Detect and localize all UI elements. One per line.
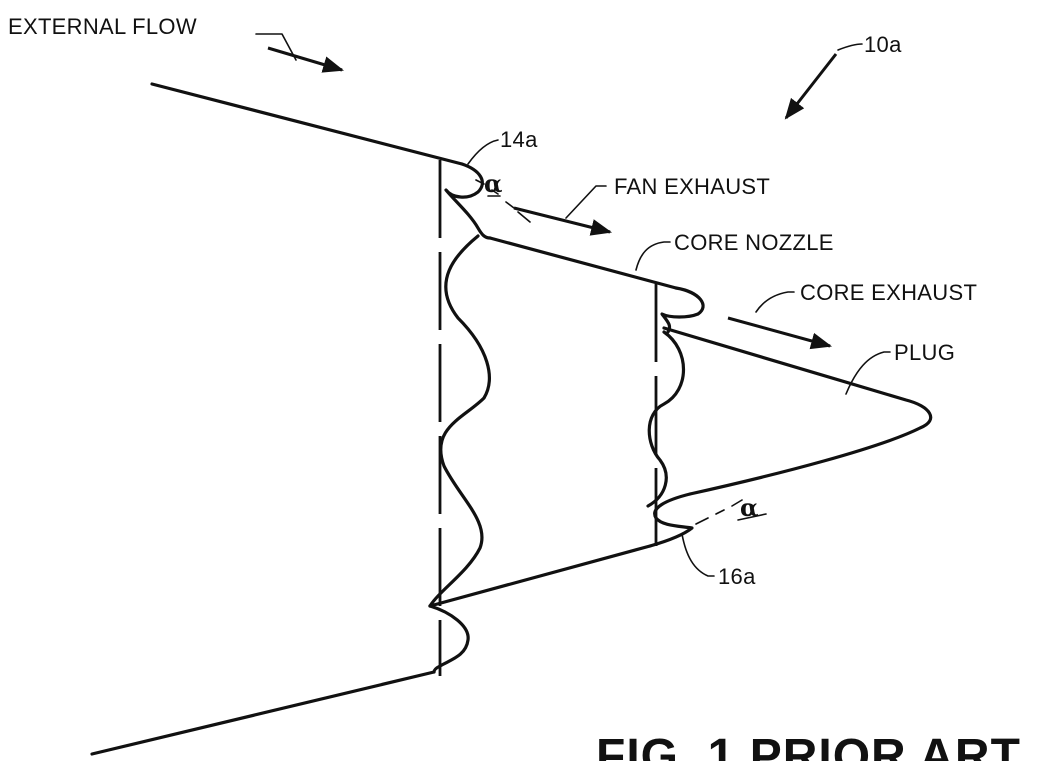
nacelle-lower-line bbox=[90, 670, 436, 756]
fan-nozzle-lower-chevron bbox=[428, 604, 470, 674]
core-nozzle-lower-chevron bbox=[648, 492, 694, 548]
ref-14a-label: 14a bbox=[500, 127, 538, 152]
ref-14a-leader bbox=[467, 139, 499, 165]
ref-10a-label: 10a bbox=[864, 32, 902, 57]
ref-10a-leader bbox=[837, 43, 863, 51]
core-exhaust-arrow bbox=[727, 316, 833, 350]
alpha-upper-indicator bbox=[475, 179, 531, 223]
alpha-lower-underline bbox=[737, 513, 767, 521]
plug-label: PLUG bbox=[894, 340, 955, 365]
external-flow-arrow bbox=[267, 46, 345, 73]
core-nozzle-upper-line bbox=[488, 236, 678, 290]
core-exhaust-leader bbox=[755, 291, 795, 313]
assembly-pointer-arrow bbox=[784, 53, 838, 120]
ref-16a-leader bbox=[681, 533, 715, 577]
figure-caption: FIG. 1 PRIOR ART bbox=[596, 730, 1021, 761]
plug-outline bbox=[662, 326, 933, 496]
ref-16a-label: 16a bbox=[718, 564, 756, 589]
nacelle-upper-line bbox=[150, 82, 464, 166]
plug-leader bbox=[845, 351, 891, 395]
external-flow-leader bbox=[255, 33, 297, 61]
core-exhaust-label: CORE EXHAUST bbox=[800, 280, 977, 305]
core-nozzle-label: CORE NOZZLE bbox=[674, 230, 834, 255]
fan-exhaust-label: FAN EXHAUST bbox=[614, 174, 770, 199]
alpha-lower-indicator bbox=[695, 499, 743, 525]
core-nozzle-lower-line bbox=[428, 544, 652, 608]
core-nozzle-serpentine bbox=[646, 330, 685, 508]
alpha-lower-label: α bbox=[740, 493, 758, 522]
fan-exhaust-arrow bbox=[513, 206, 613, 236]
core-nozzle-upper-chevron bbox=[660, 286, 705, 334]
alpha-upper-label: α bbox=[484, 169, 502, 198]
external-flow-label: EXTERNAL FLOW bbox=[8, 14, 197, 39]
fan-nozzle-serpentine bbox=[428, 234, 491, 608]
core-nozzle-leader bbox=[635, 241, 671, 271]
fan-exhaust-leader bbox=[565, 185, 607, 219]
